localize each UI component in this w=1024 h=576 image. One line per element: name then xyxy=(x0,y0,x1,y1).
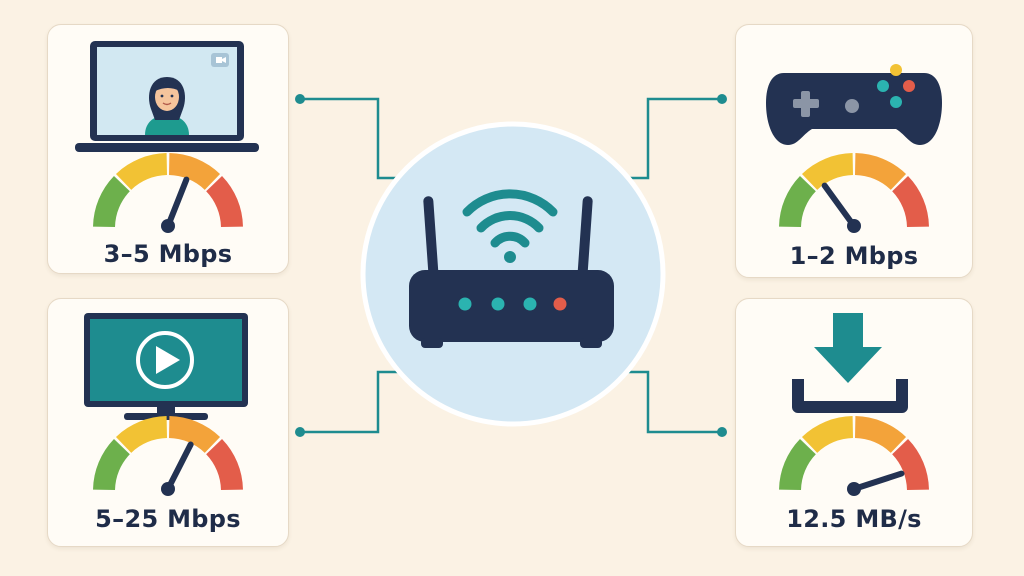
gauge-needle xyxy=(165,441,194,492)
gauge-needle-hub xyxy=(161,219,175,233)
bandwidth-label-video-call: 3–5 Mbps xyxy=(103,240,233,268)
gamepad-icon xyxy=(766,64,942,145)
gauge-segment xyxy=(854,153,907,191)
gauge-needle-hub xyxy=(847,482,861,496)
gauge-needle-hub xyxy=(161,482,175,496)
connector-video-call xyxy=(300,97,408,180)
connector-gaming xyxy=(618,97,722,180)
gauge-segment xyxy=(205,175,243,228)
gauge-needle-hub xyxy=(847,219,861,233)
speed-gauge-download xyxy=(779,416,929,496)
gauge-segment xyxy=(205,438,243,491)
gauge-needle xyxy=(165,176,190,229)
connector-dot-gaming xyxy=(717,94,727,104)
device-card-streaming: 5–25 Mbps xyxy=(47,298,289,547)
laptop-video-call-icon xyxy=(75,41,259,152)
device-card-gaming: 1–2 Mbps xyxy=(735,24,973,278)
bandwidth-label-streaming: 5–25 Mbps xyxy=(95,505,241,533)
connector-streaming xyxy=(300,370,408,434)
gauge-segment xyxy=(115,416,168,454)
gauge-segment xyxy=(115,153,168,191)
speed-gauge-streaming xyxy=(93,416,243,496)
gauge-segment xyxy=(168,153,221,191)
wifi-router-icon xyxy=(409,189,614,348)
connector-dot-download xyxy=(717,427,727,437)
device-card-video-call: 3–5 Mbps xyxy=(47,24,289,274)
speed-gauge-video-call xyxy=(93,153,243,233)
bandwidth-label-download: 12.5 MB/s xyxy=(786,505,922,533)
connector-dot-streaming xyxy=(295,427,305,437)
tv-play-icon xyxy=(84,313,248,420)
gauge-segment xyxy=(854,416,907,454)
gauge-segment xyxy=(891,175,929,228)
gauge-segment xyxy=(779,175,817,228)
gauge-segment xyxy=(93,438,131,491)
gauge-segment xyxy=(168,416,221,454)
gauge-segment xyxy=(93,175,131,228)
wifi-signal-icon xyxy=(462,189,558,248)
connector-download xyxy=(618,370,722,434)
gauge-segment xyxy=(801,416,854,454)
gauge-needle xyxy=(821,182,857,229)
gauge-segment xyxy=(891,438,929,491)
gauge-segment xyxy=(801,153,854,191)
device-card-download: 12.5 MB/s xyxy=(735,298,973,547)
gauge-needle xyxy=(851,470,905,492)
speed-gauge-gaming xyxy=(779,153,929,233)
bandwidth-label-gaming: 1–2 Mbps xyxy=(789,242,919,270)
gauge-segment xyxy=(779,438,817,491)
download-icon xyxy=(792,313,908,413)
connector-dot-video-call xyxy=(295,94,305,104)
